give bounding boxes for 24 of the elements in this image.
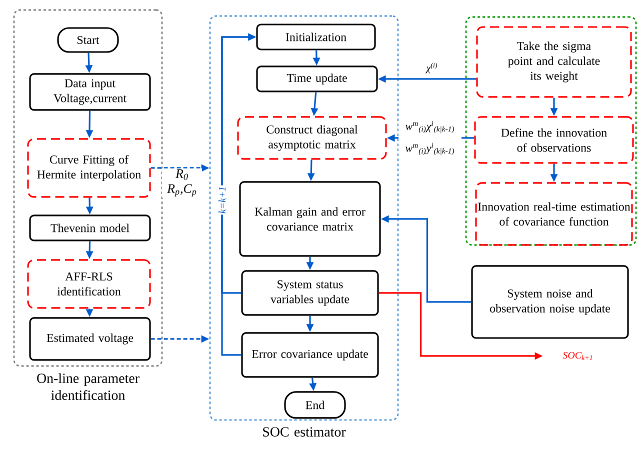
node-label: On-line parameter identification <box>37 373 140 400</box>
process-box: AFF-RLS identification <box>27 259 151 309</box>
process-box: Initialization <box>256 24 376 50</box>
output-label: SOC$_{k+1}$ <box>562 352 592 360</box>
process-box: Error covariance update <box>241 332 379 378</box>
loop-label: k=k+1 <box>218 185 226 215</box>
group-frame <box>465 16 637 246</box>
process-box: Data input Voltage,current <box>29 73 151 111</box>
process-box: Time update <box>256 66 378 92</box>
process-box: Estimated voltage <box>29 317 151 361</box>
terminal-box: End <box>284 391 346 419</box>
process-box: Kalman gain and error covariance matrix <box>239 181 381 257</box>
terminal-box: Start <box>57 27 119 53</box>
process-box: Take the sigma point and calculate its weight <box>476 26 632 98</box>
process-box: Innovation real-time estimation of covariance function <box>475 182 633 246</box>
process-box: Thevenin model <box>29 214 151 242</box>
edge-label: R$_{0}$ R$_{p}$,C$_{p}$ <box>162 168 202 198</box>
process-box: Construct diagonal asymptotic matrix <box>237 116 387 160</box>
process-box: System status variables update <box>241 270 379 316</box>
node-label: SOC estimator <box>263 427 346 437</box>
process-box: Curve Fitting of Hermite interpolation <box>27 138 151 198</box>
edge-label: χ$^{(i)}$ <box>425 62 438 74</box>
process-box: Define the innovation of observations <box>474 116 634 164</box>
process-box: System noise and observation noise update <box>471 265 629 339</box>
